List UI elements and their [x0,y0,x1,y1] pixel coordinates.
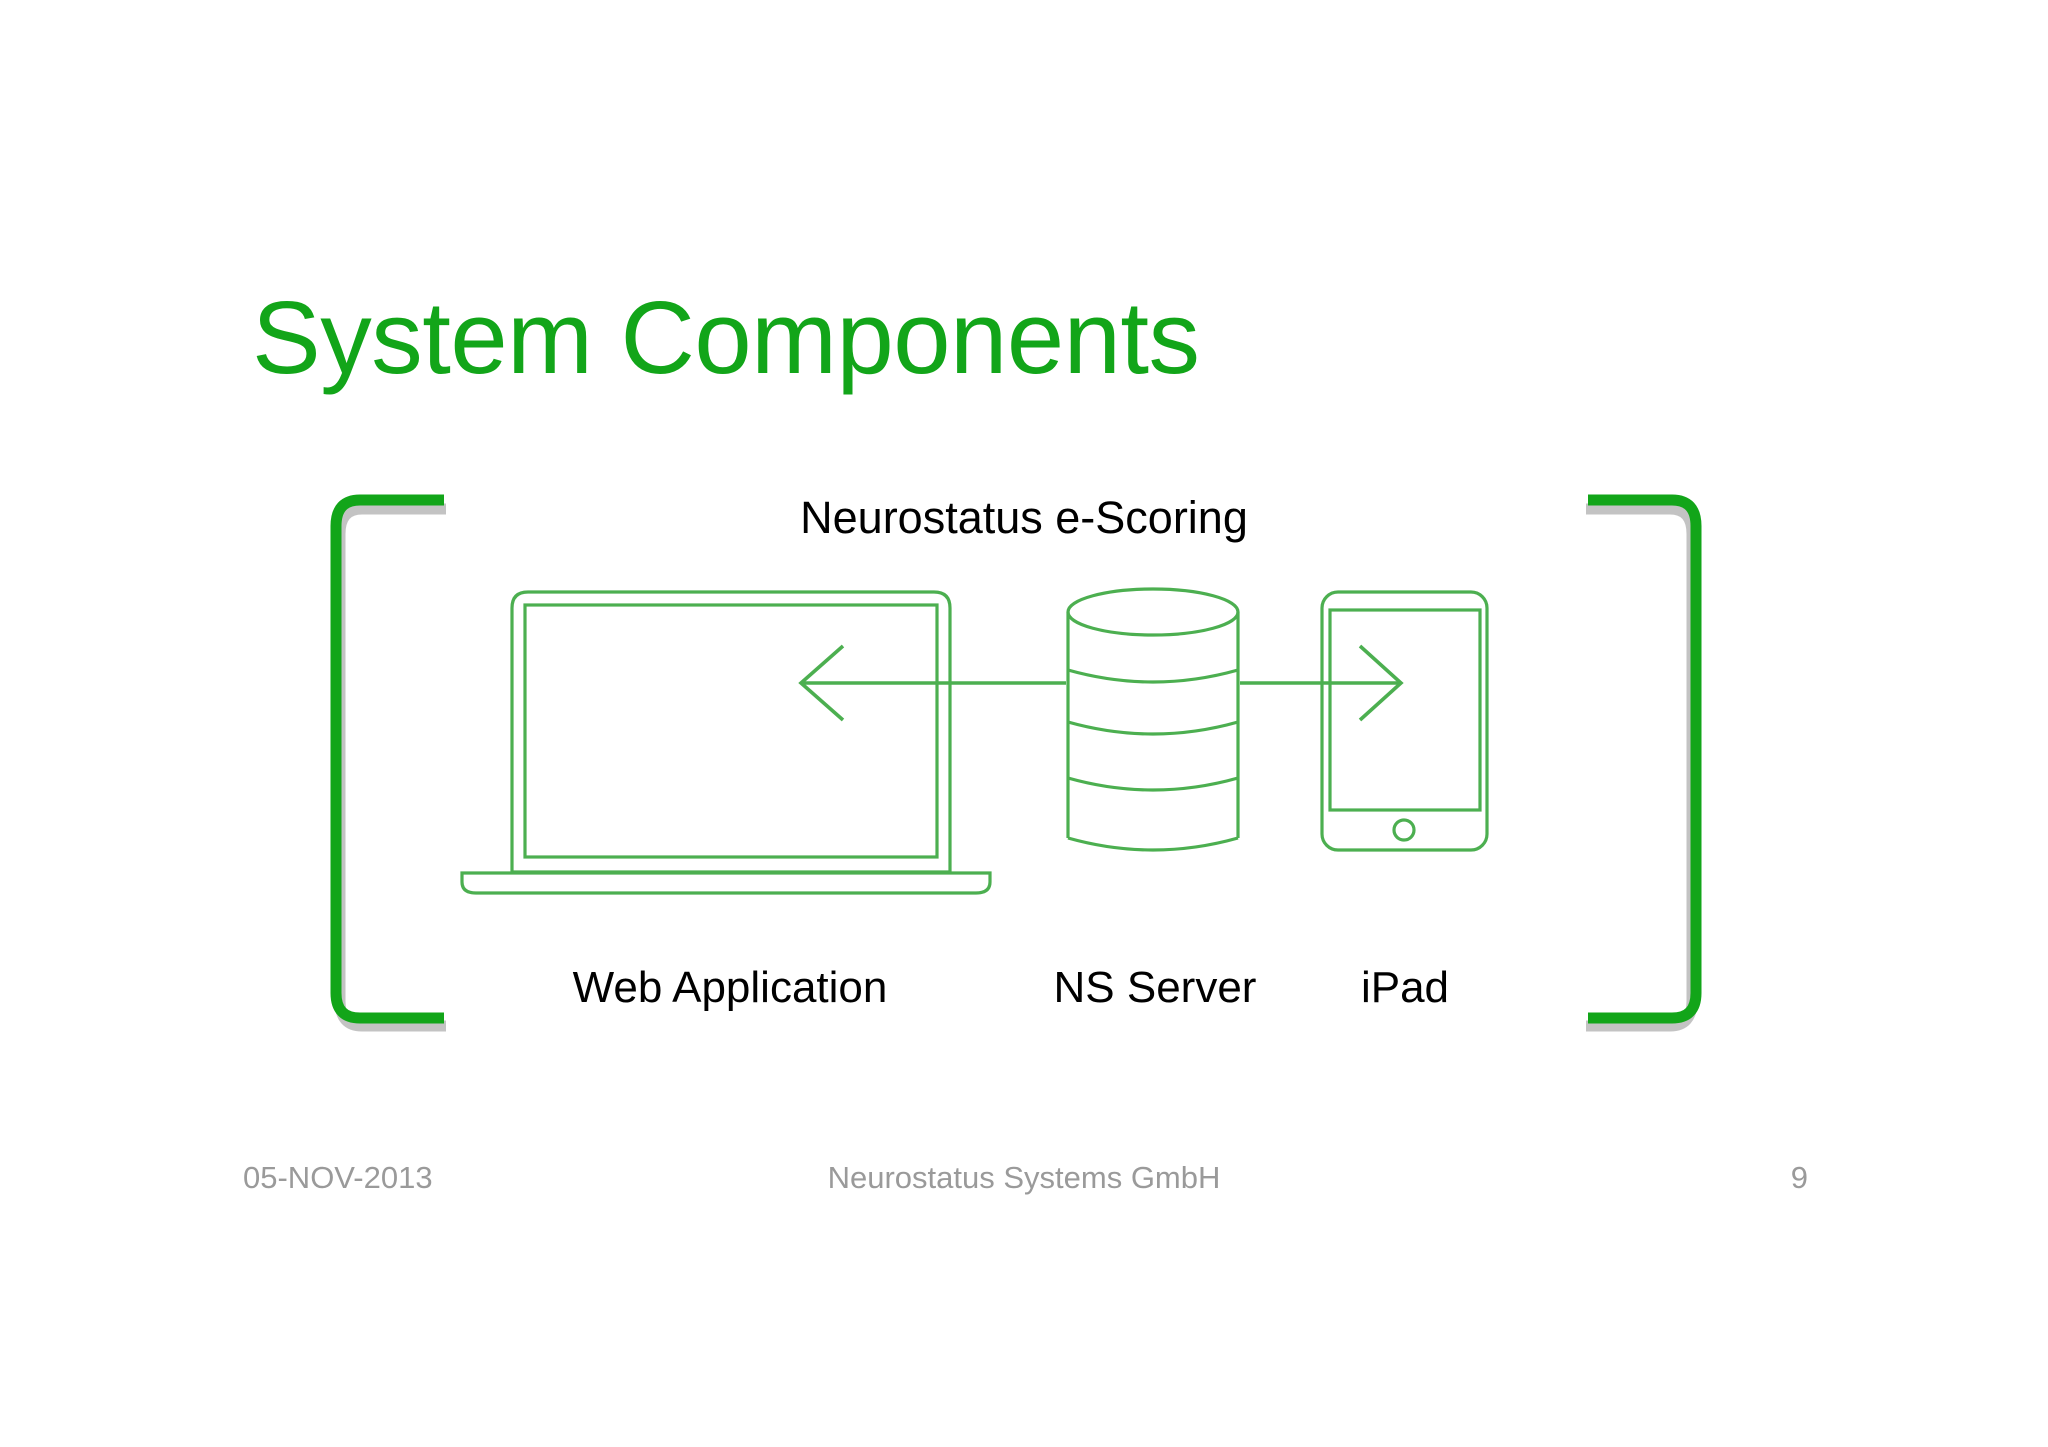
footer-company-name: Neurostatus Systems GmbH [827,1160,1221,1195]
arrow-left-icon [798,644,1066,722]
component-label-ipad: iPad [1360,963,1450,1012]
right-bracket-icon [1586,494,1702,1032]
page-title: System Components [252,280,1200,395]
footer-date: 05-NOV-2013 [243,1160,433,1195]
footer-page-number: 9 [1790,1160,1808,1195]
laptop-icon [460,590,992,895]
component-label-web-application: Web Application [572,963,888,1012]
arrow-right-icon [1240,644,1404,722]
database-cylinder-icon [1066,587,1240,852]
slide-footer: 05-NOV-2013 Neurostatus Systems GmbH 9 [0,1158,2048,1208]
diagram-group-label: Neurostatus e-Scoring [800,492,1248,543]
tablet-icon [1320,590,1489,852]
left-bracket-icon [330,494,446,1032]
component-label-ns-server: NS Server [1053,963,1257,1012]
